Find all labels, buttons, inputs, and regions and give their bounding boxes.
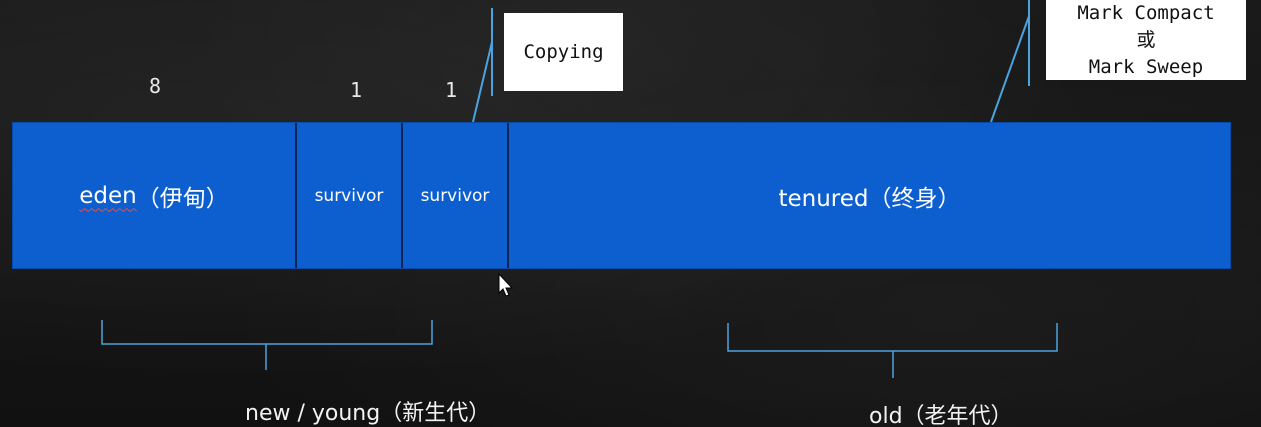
old-generation-label: old（老年代） — [869, 404, 1013, 427]
eden-segment: eden（伊甸） — [13, 123, 295, 268]
mark-sweep-label: Mark Sweep — [1088, 56, 1204, 78]
tenured-segment: tenured（终身） — [507, 123, 1230, 268]
mark-compact-note: Mark Compact 或 Mark Sweep — [1046, 0, 1246, 80]
young-brace — [101, 320, 433, 370]
survivor-from-ratio: 1 — [349, 78, 363, 102]
mark-compact-label: Mark Compact — [1077, 2, 1215, 24]
survivor-from-segment: survivor — [295, 123, 401, 268]
old-brace — [727, 323, 1058, 378]
or-label: 或 — [1136, 29, 1156, 51]
young-generation-label: new / young（新生代） — [245, 401, 491, 426]
mouse-pointer-icon — [498, 272, 514, 297]
mark-compact-leader — [990, 0, 1030, 123]
tenured-label: tenured（终身） — [778, 185, 961, 212]
eden-cn-label: （伊甸） — [136, 185, 229, 212]
copying-label: Copying — [523, 41, 604, 63]
eden-label: eden — [79, 182, 137, 209]
survivor-to-segment: survivor — [401, 123, 507, 268]
heap-bar: eden（伊甸） survivor survivor tenured（终身） — [12, 122, 1231, 269]
eden-ratio: 8 — [148, 74, 162, 98]
copying-note: Copying — [504, 13, 623, 91]
survivor-to-label: survivor — [420, 185, 490, 206]
copying-leader — [472, 8, 493, 123]
survivor-to-ratio: 1 — [444, 78, 458, 102]
survivor-from-label: survivor — [314, 185, 384, 206]
